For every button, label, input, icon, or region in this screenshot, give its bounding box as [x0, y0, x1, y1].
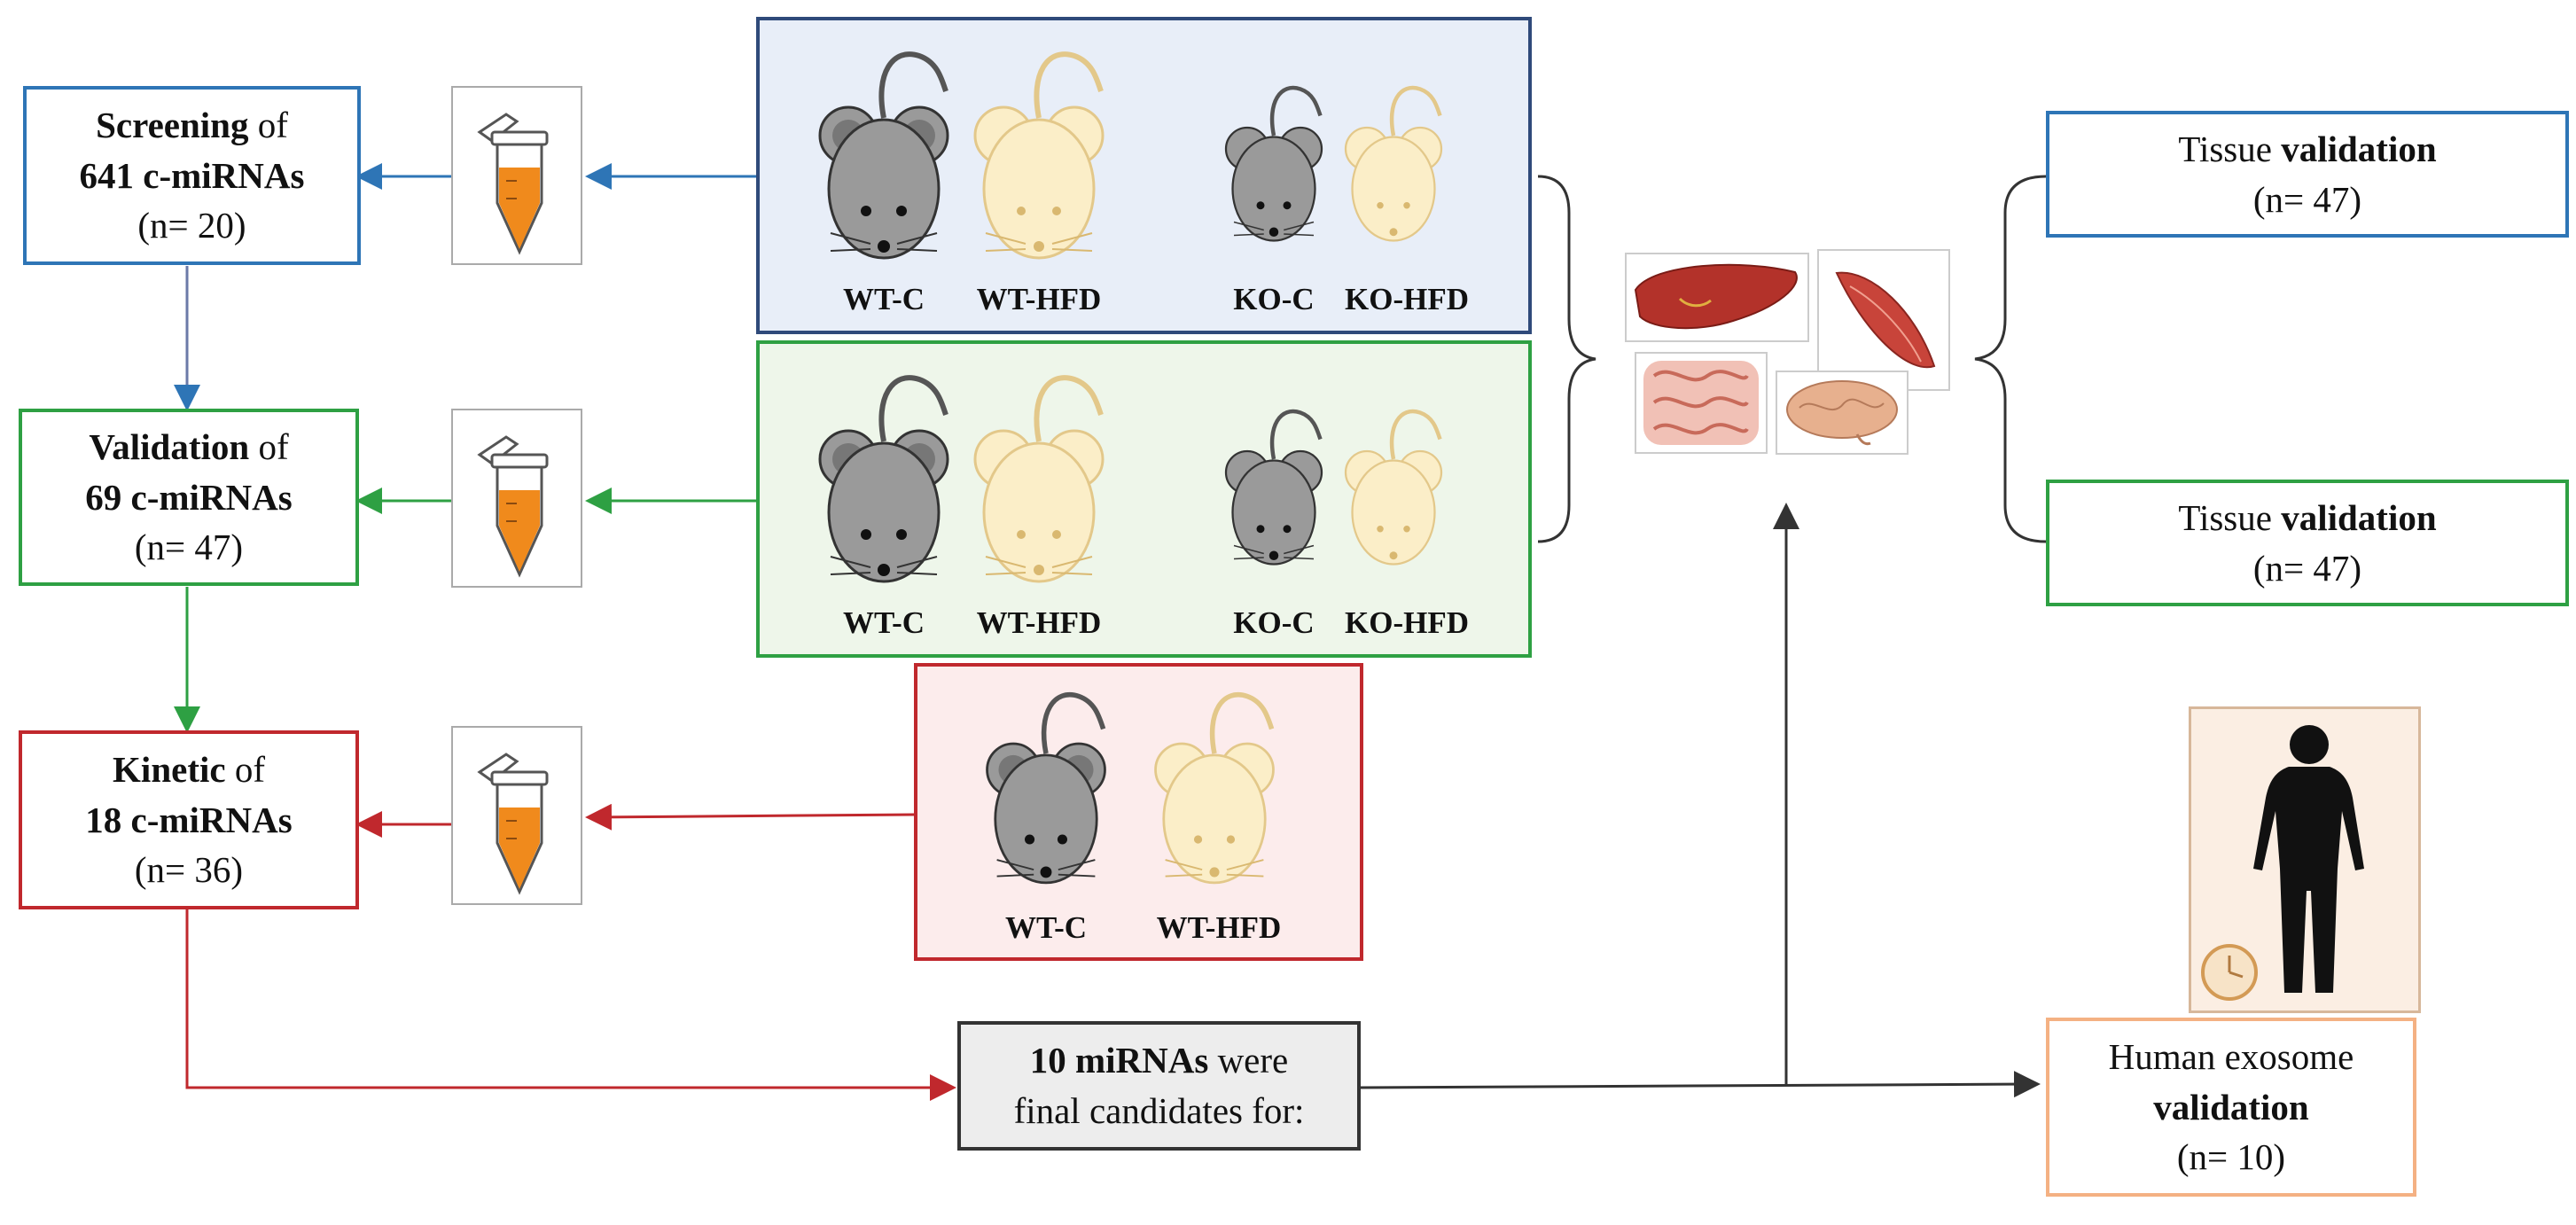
- left-brace: [1537, 175, 1596, 543]
- label-ko-c: KO-C: [1233, 282, 1315, 316]
- muscle-icon: [1835, 271, 1936, 369]
- screening-bold: Screening: [96, 105, 249, 146]
- liver-image: [1625, 253, 1809, 342]
- label-ko-c: KO-C: [1233, 605, 1315, 640]
- human-bold: validation: [2153, 1086, 2309, 1127]
- right-brace: [1974, 175, 2047, 543]
- validation-box: Validation of 69 c-miRNAs (n= 47): [19, 409, 359, 586]
- tissue-n: (n= 47): [2252, 178, 2362, 220]
- mouse-panel-blue: WT-C WT-HFD KO-C KO-HFD: [756, 17, 1532, 334]
- kinetic-bold: Kinetic: [113, 749, 226, 791]
- tube-icon: [477, 113, 549, 255]
- cream-mouse-icon: [973, 375, 1105, 583]
- label-ko-hfd: KO-HFD: [1345, 282, 1469, 316]
- label-wt-hfd: WT-HFD: [976, 282, 1102, 316]
- validation-bold: Validation: [89, 426, 250, 468]
- tissue-bold: validation: [2281, 128, 2437, 169]
- tube-box-green: [451, 409, 582, 588]
- label-wt-c: WT-C: [842, 605, 925, 640]
- screening-box: Screening of 641 c-miRNAs (n= 20): [23, 86, 361, 265]
- label-wt-hfd: WT-HFD: [976, 605, 1102, 640]
- human-line1: Human exosome: [2108, 1036, 2354, 1078]
- tube-icon: [477, 435, 549, 578]
- label-wt-c: WT-C: [842, 282, 925, 316]
- cream-mouse-icon: [973, 51, 1105, 260]
- final-were: were: [1208, 1040, 1289, 1081]
- brain-image: [1776, 371, 1909, 455]
- intestine-image: [1635, 352, 1768, 454]
- human-silhouette-icon: [2253, 725, 2364, 993]
- cream-mouse-icon: [1344, 409, 1443, 566]
- tube-icon: [477, 753, 549, 895]
- gray-mouse-icon: [818, 51, 949, 260]
- arrow-panel-to-tube-red: [585, 803, 915, 831]
- arrow-kinetic-to-final: [185, 909, 956, 1101]
- brain-icon: [1786, 380, 1898, 446]
- mouse-panel-red: WT-C WT-HFD: [914, 663, 1363, 961]
- muscle-image: [1817, 249, 1950, 391]
- tissue-bold: validation: [2281, 496, 2437, 538]
- tissue-n: (n= 47): [2252, 547, 2362, 589]
- tissue-label: Tissue: [2178, 496, 2282, 538]
- liver-icon: [1634, 263, 1798, 330]
- human-n: (n= 10): [2176, 1136, 2286, 1178]
- human-image: [2189, 706, 2421, 1013]
- gray-mouse-icon: [818, 375, 949, 583]
- validation-of: of: [249, 426, 289, 468]
- final-line2: final candidates for:: [1013, 1090, 1305, 1131]
- gray-mouse-icon: [1224, 409, 1323, 566]
- validation-n: (n= 47): [134, 527, 244, 568]
- tube-box-red: [451, 726, 582, 905]
- kinetic-of: of: [225, 749, 265, 791]
- final-candidates-box: 10 miRNAs were final candidates for:: [957, 1021, 1361, 1151]
- tissue-validation-box-blue: Tissue validation (n= 47): [2046, 111, 2569, 238]
- final-bold: 10 miRNAs: [1029, 1040, 1209, 1081]
- screening-n: (n= 20): [137, 205, 246, 246]
- tube-box-blue: [451, 86, 582, 265]
- label-ko-hfd: KO-HFD: [1345, 605, 1469, 640]
- validation-count: 69 c-miRNAs: [85, 476, 293, 518]
- tissue-label: Tissue: [2178, 128, 2282, 169]
- cream-mouse-icon: [1344, 85, 1443, 242]
- tissue-validation-box-green: Tissue validation (n= 47): [2046, 480, 2569, 606]
- label-wt-c: WT-C: [1004, 910, 1088, 945]
- kinetic-count: 18 c-miRNAs: [85, 799, 293, 840]
- clock-icon: [2201, 944, 2258, 1001]
- label-wt-hfd: WT-HFD: [1156, 910, 1282, 945]
- gray-mouse-icon: [1224, 85, 1323, 242]
- gray-mouse-icon: [986, 692, 1106, 885]
- mouse-panel-green: WT-C WT-HFD KO-C KO-HFD: [756, 340, 1532, 658]
- screening-of: of: [248, 105, 288, 146]
- screening-count: 641 c-miRNAs: [79, 154, 305, 196]
- intestine-icon: [1643, 361, 1759, 445]
- kinetic-box: Kinetic of 18 c-miRNAs (n= 36): [19, 730, 359, 909]
- kinetic-n: (n= 36): [134, 849, 244, 891]
- human-exosome-box: Human exosome validation (n= 10): [2046, 1018, 2416, 1197]
- arrow-final-to-human: [1360, 1071, 2041, 1098]
- cream-mouse-icon: [1154, 692, 1275, 885]
